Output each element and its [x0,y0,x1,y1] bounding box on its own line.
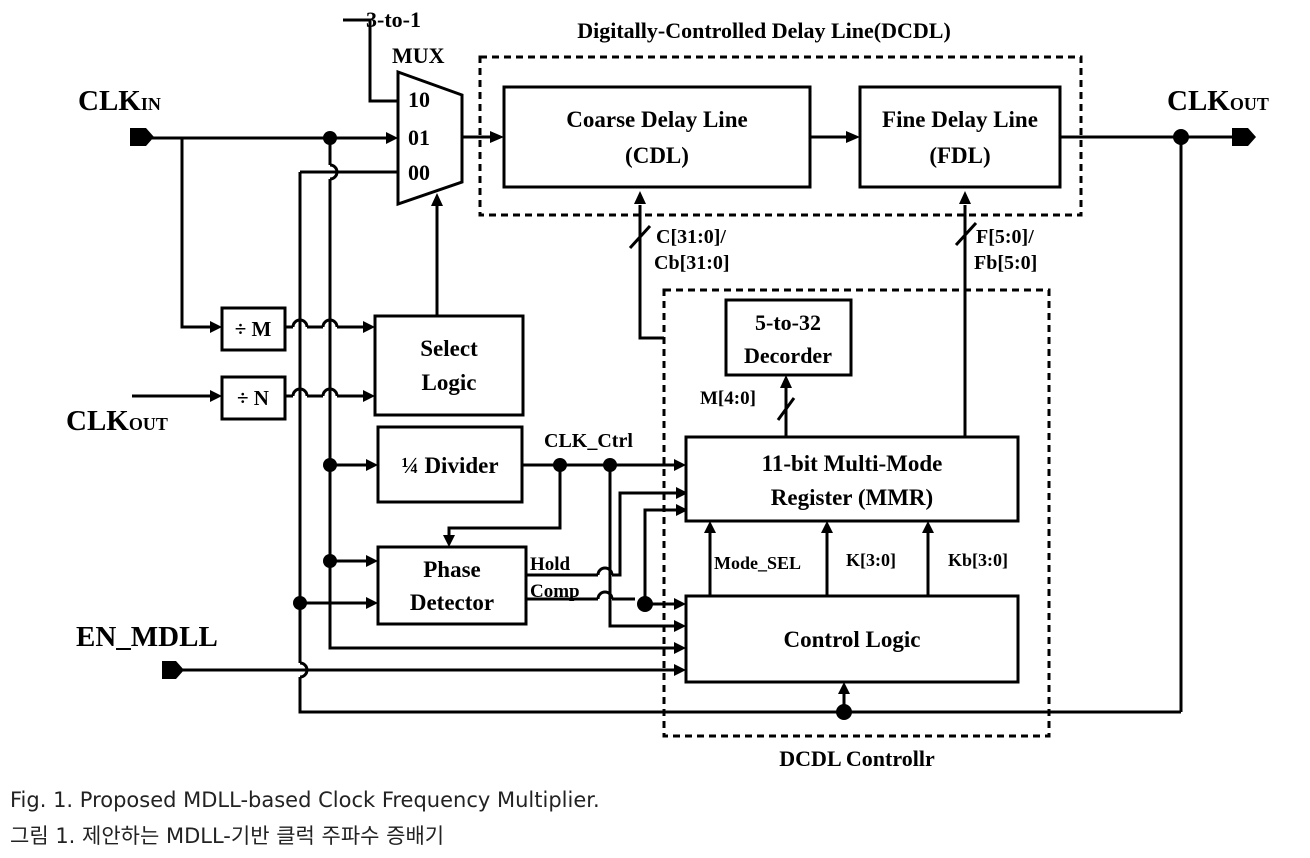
mux-title-2: MUX [392,43,445,68]
dcdl-controller-boundary [662,288,1051,738]
arrowheads [210,131,971,694]
cdl-label-1: Coarse Delay Line [566,107,747,132]
dcdl-boundary [478,55,1083,217]
f-bus-label-2: Fb[5:0] [974,252,1037,274]
caption-english: Fig. 1. Proposed MDLL-based Clock Freque… [10,788,600,812]
clk-out-port [1232,128,1256,146]
c-bus-label-2: Cb[31:0] [654,252,730,274]
decoder-block [724,298,853,377]
c-bus-label-1: C[31:0]/ [656,226,726,248]
mux-title-1: 3-to-1 [366,7,421,32]
en-mdll-label: EN_MDLL [76,621,218,653]
f-bus-label-1: F[5:0]/ [976,226,1034,248]
dcdl-title: Digitally-Controlled Delay Line(DCDL) [577,18,951,43]
coarse-delay-line-block [502,85,812,189]
mdll-block-diagram: 3-to-1 MUX 10 01 00 Digitally-Controlled… [66,7,1269,771]
dcdl-controller-title: DCDL Controllr [779,746,935,771]
comp-label: Comp [530,581,580,602]
divide-by-n-block [220,375,287,421]
phase-detector-block [376,545,528,626]
mux-input-00: 00 [408,160,430,185]
clk-out-label-feedback: CLKOUT [66,405,168,437]
en-mdll-port [162,661,184,679]
mode-sel-label: Mode_SEL [714,553,801,573]
clk-ctrl-label: CLK_Ctrl [544,430,633,452]
fdl-label-2: (FDL) [929,143,990,168]
bus-slash-marks [628,221,978,421]
control-logic-label: Control Logic [784,627,921,652]
select-logic-block [373,314,525,417]
select-logic-label-2: Logic [422,370,477,395]
phase-detector-label-1: Phase [423,557,481,582]
mmr-label-1: 11-bit Multi-Mode [762,451,943,476]
mux-block [396,69,464,207]
fdl-label-1: Fine Delay Line [882,107,1038,132]
decoder-label-2: Decorder [744,343,832,368]
mmr-label-2: Register (MMR) [771,485,933,510]
quarter-divider-block [376,425,524,504]
decoder-label-1: 5-to-32 [755,310,821,335]
hold-label: Hold [530,554,571,575]
select-logic-label-1: Select [420,336,478,361]
junction-dots [293,129,1189,720]
cdl-label-2: (CDL) [625,143,689,168]
divide-by-m-label: ÷ M [235,317,272,341]
k-bus-label: K[3:0] [846,550,896,570]
mux-input-10: 10 [408,87,430,112]
divide-by-m-block [220,306,287,352]
phase-detector-label-2: Detector [410,590,494,615]
mmr-block [684,435,1020,523]
fine-delay-line-block [858,85,1062,189]
kb-bus-label: Kb[3:0] [948,550,1008,570]
divide-by-n-label: ÷ N [237,386,269,410]
m-bus-label: M[4:0] [700,388,756,409]
control-logic-block [684,594,1020,684]
mux-input-01: 01 [408,125,430,150]
clk-out-label-top: CLKOUT [1167,85,1269,117]
caption-korean: 그림 1. 제안하는 MDLL-기반 클럭 주파수 증배기 [10,824,445,848]
quarter-divider-label: ¼ Divider [401,453,498,478]
clk-in-port [130,128,154,146]
clk-in-label: CLKIN [78,85,161,117]
